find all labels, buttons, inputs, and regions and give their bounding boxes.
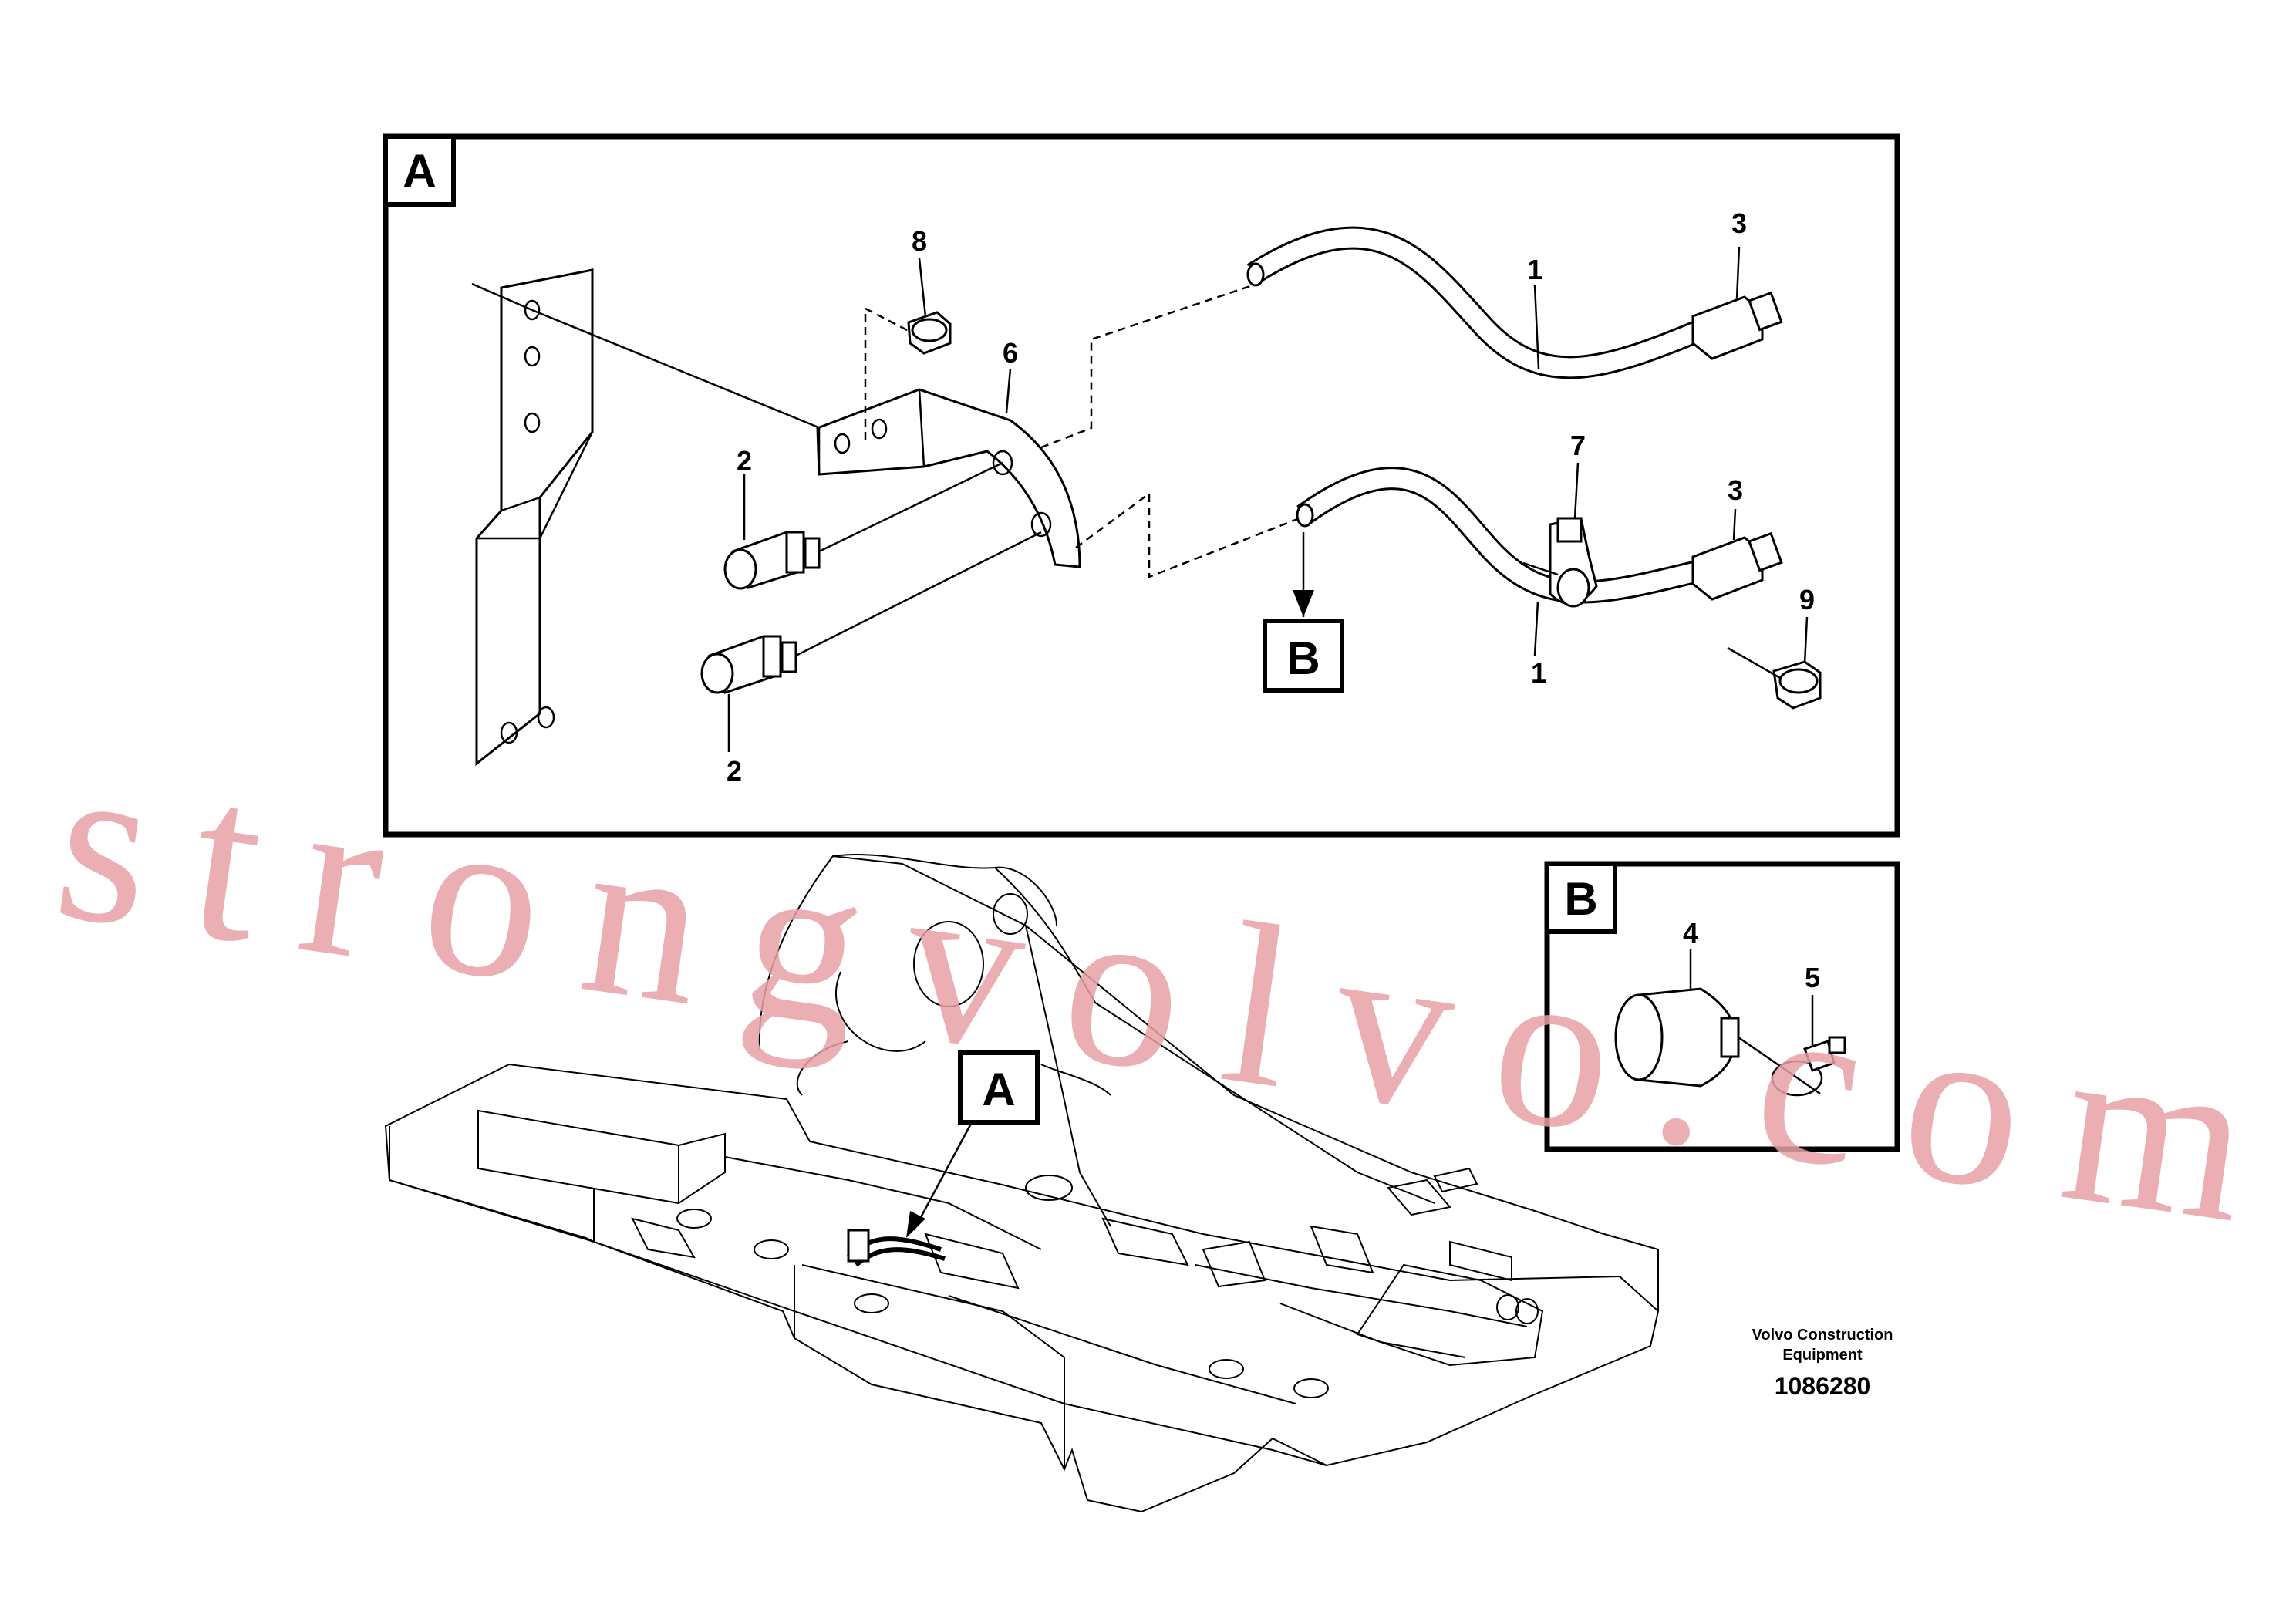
item-label-2-upper: 2 <box>737 445 752 477</box>
connector-lower-drawing <box>1691 508 1783 601</box>
hose-lower-drawing <box>1296 467 1704 656</box>
detail-a-label: A <box>403 145 436 197</box>
credit-line-2: Equipment <box>1782 1347 1863 1364</box>
upper-routing-line <box>1040 282 1258 449</box>
sensor-lower-drawing <box>700 531 1042 752</box>
frame-mounting-plate <box>471 268 849 767</box>
document-number: 1086280 <box>1775 1372 1871 1400</box>
callout-b-label: B <box>1286 632 1320 684</box>
callout-b: B <box>1263 532 1344 693</box>
item-label-3-upper: 3 <box>1731 207 1747 239</box>
item-label-9: 9 <box>1799 584 1815 615</box>
detail-a-panel: A <box>383 133 1900 838</box>
item-label-3-lower: 3 <box>1728 474 1743 506</box>
credit-line-1: Volvo Construction <box>1752 1327 1893 1344</box>
item-label-5: 5 <box>1805 962 1820 993</box>
clip-drawing <box>1771 995 1846 1097</box>
bracket <box>816 306 1081 568</box>
item-label-8: 8 <box>912 225 927 257</box>
hose-upper-drawing <box>1246 226 1705 379</box>
item-label-6: 6 <box>1003 337 1018 369</box>
detail-b-label: B <box>1564 873 1597 925</box>
item-label-1-upper: 1 <box>1527 254 1542 285</box>
item-label-2-lower: 2 <box>727 755 742 787</box>
detail-b-tag <box>1545 862 1617 934</box>
item-label-1-lower: 1 <box>1531 657 1546 689</box>
detail-a-border <box>383 133 1900 838</box>
item-label-4: 4 <box>1683 917 1698 949</box>
callout-a-label: A <box>982 1064 1015 1115</box>
screw-9-drawing <box>1727 616 1822 710</box>
lower-routing-line <box>1075 491 1304 578</box>
clamp-drawing <box>1522 462 1598 608</box>
callout-a: A <box>906 1050 1040 1238</box>
cap-drawing <box>1614 949 1821 1095</box>
item-label-7: 7 <box>1570 430 1586 461</box>
detail-a-tag <box>383 134 456 207</box>
sensor-upper-drawing <box>723 461 1003 590</box>
connector-upper-drawing <box>1691 246 1783 360</box>
screw-8-drawing <box>907 258 952 355</box>
machine-frame-drawing <box>384 853 1660 1513</box>
